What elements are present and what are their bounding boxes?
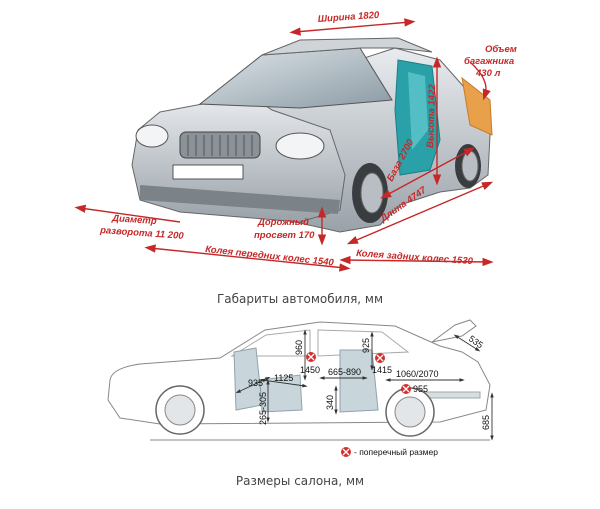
front-wheel-rim xyxy=(360,172,384,214)
dim-1415-label: 1415 xyxy=(372,365,392,375)
interior-dimension-lines xyxy=(235,329,494,441)
dim-955-label: 955 xyxy=(413,384,428,394)
front-track-arrow xyxy=(144,244,351,272)
headlight-left xyxy=(135,124,169,148)
turning-diameter-line2: разворота 11 200 xyxy=(99,225,185,242)
roof xyxy=(261,37,433,56)
top-diagram-caption: Габариты автомобиля, мм xyxy=(216,292,384,306)
dim-265-label: 265-305 xyxy=(258,392,268,425)
dim-340-label: 340 xyxy=(325,395,335,410)
legend-marker xyxy=(341,447,351,457)
length-arrow xyxy=(346,181,494,245)
dim-535-label: 535 xyxy=(467,333,485,350)
ground-clearance-line1: Дорожный xyxy=(257,217,309,228)
marker-1450 xyxy=(306,352,316,362)
license-plate xyxy=(172,164,244,180)
marker-955 xyxy=(401,384,411,394)
transverse-markers xyxy=(306,352,411,457)
dim-935-label: 935 xyxy=(248,378,263,388)
rear-track-arrow xyxy=(339,255,494,267)
trunk-label-line2: багажника xyxy=(464,56,514,67)
front-wheel-bottom-rim xyxy=(164,394,196,426)
exterior-dimension-arrows xyxy=(74,18,494,272)
width-arrow xyxy=(289,18,416,36)
turning-diameter-line1: Диаметр xyxy=(111,213,157,227)
trunk-label-line3: 430 л xyxy=(475,68,500,79)
dim-665-label: 665-890 xyxy=(328,367,361,377)
turning-diameter-arrow xyxy=(74,204,181,223)
trunk-arrow xyxy=(469,61,491,101)
trunk-volume-highlight xyxy=(461,76,493,136)
ground-clearance-line2: просвет 170 xyxy=(254,230,315,241)
front-track-label: Колея передних колес 1540 xyxy=(205,244,335,269)
marker-1415 xyxy=(375,353,385,363)
dim-685-label: 685 xyxy=(481,415,491,430)
windshield xyxy=(198,47,393,109)
dim-1060-label: 1060/2070 xyxy=(396,369,439,379)
seat-shape xyxy=(408,72,428,150)
height-label: Высота 1422 xyxy=(425,83,438,148)
dim-535-line xyxy=(453,334,481,352)
trunk-label-line1: Объем xyxy=(485,44,517,55)
dim-1450-label: 1450 xyxy=(300,365,320,375)
dim-960-label: 960 xyxy=(294,340,304,355)
front-bumper xyxy=(140,185,340,214)
rear-wheel-rim xyxy=(461,150,479,182)
bottom-diagram-caption: Размеры салона, мм xyxy=(235,474,365,488)
car-interior-schematic xyxy=(107,319,491,441)
headlight-right xyxy=(275,132,325,160)
rear-track-label: Колея задних колес 1530 xyxy=(356,248,474,267)
rear-wheel-bottom-rim xyxy=(394,396,426,428)
legend-text: - поперечный размер xyxy=(354,447,438,457)
car-exterior-illustration xyxy=(131,37,493,233)
dim-925-label: 925 xyxy=(361,338,371,353)
rear-seat xyxy=(339,349,379,413)
dim-1125-label: 1125 xyxy=(274,373,293,383)
width-label: Ширина 1820 xyxy=(317,10,380,25)
